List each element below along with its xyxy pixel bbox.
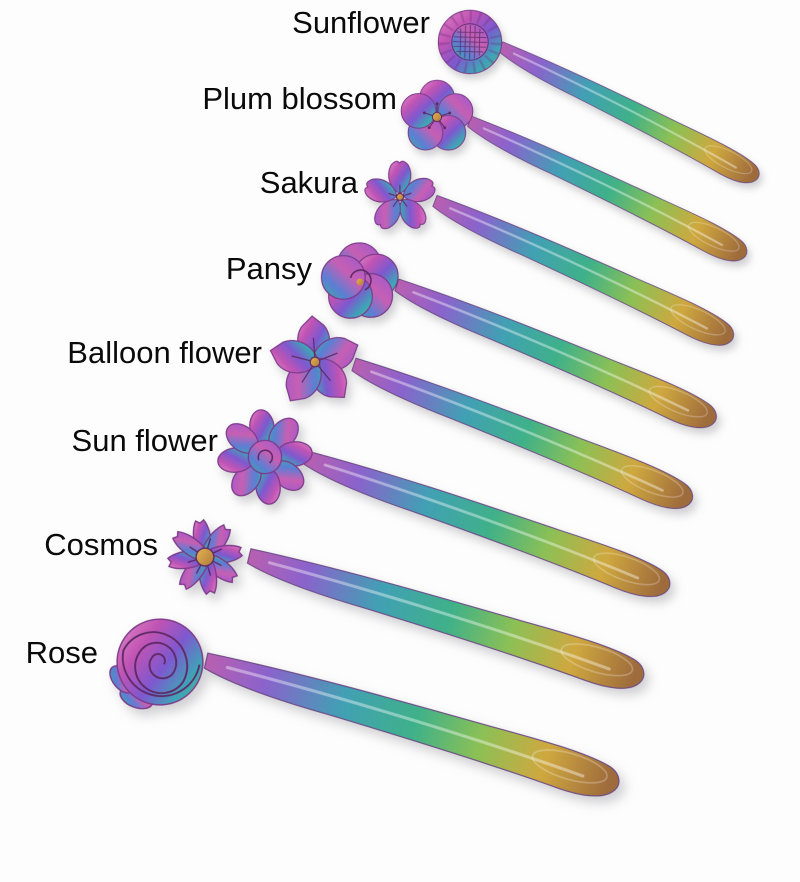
plum-blossom-head-icon <box>400 79 474 151</box>
label-balloon-flower: Balloon flower <box>67 335 262 370</box>
label-cosmos: Cosmos <box>44 527 158 562</box>
rose-head-icon <box>97 612 211 720</box>
label-plum-blossom: Plum blossom <box>202 81 397 116</box>
spoon-rose <box>97 592 623 855</box>
sakura-head-icon <box>362 161 438 233</box>
cosmos-head-icon <box>163 515 247 599</box>
label-sun-flower: Sun flower <box>71 423 218 458</box>
spoon-handle <box>200 592 623 855</box>
product-photo-scene: Sunflower Plum blossom Sakura Pansy Ball… <box>25 0 764 855</box>
label-pansy: Pansy <box>225 251 312 286</box>
label-sunflower: Sunflower <box>292 5 430 40</box>
label-rose: Rose <box>25 635 98 670</box>
sunflower-head-icon <box>438 10 503 75</box>
label-sakura: Sakura <box>259 165 358 200</box>
